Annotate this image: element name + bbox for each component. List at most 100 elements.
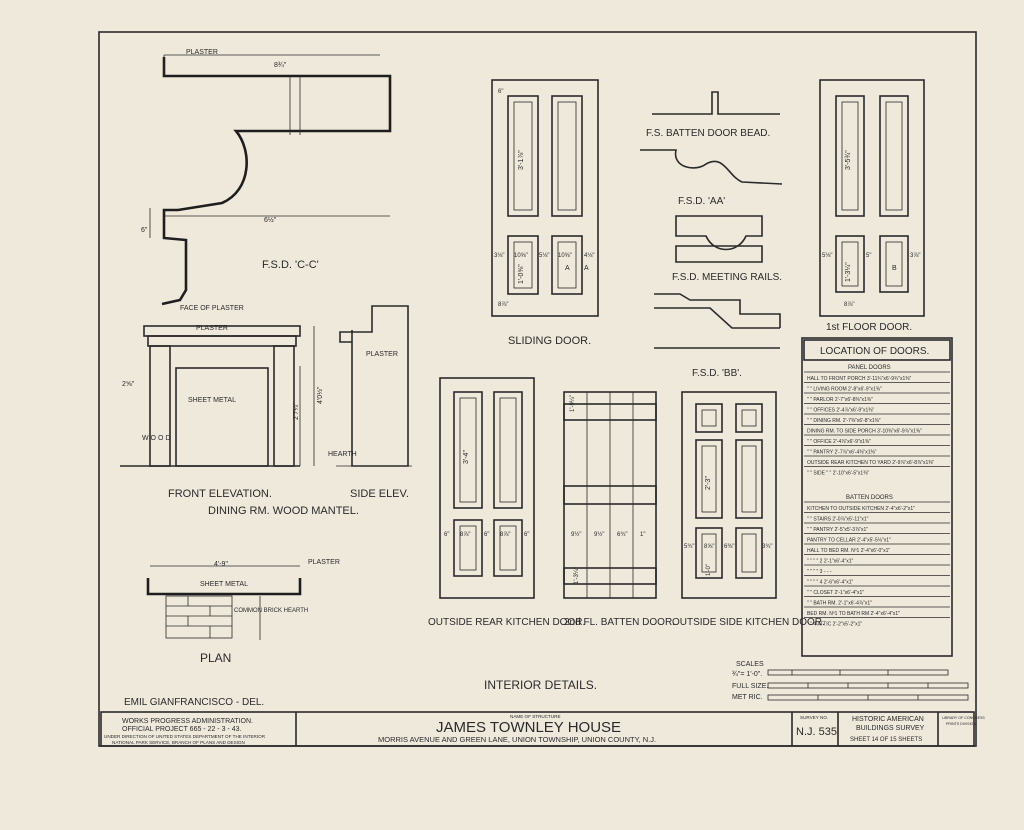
mantel-height: 4'0½"	[316, 386, 324, 404]
sliding-upper-dim: 3'-1⅞"	[518, 150, 525, 170]
mantel-inner-height: 2'7¼"	[293, 402, 300, 420]
agency-line-1: WORKS PROGRESS ADMINISTRATION.	[122, 718, 253, 725]
ffd-w3: 3⅞"	[910, 253, 920, 259]
plan-brick: COMMON BRICK HEARTH	[234, 608, 308, 614]
rear-w4: 8⅞"	[500, 532, 510, 538]
delineator: EMIL GIANFRANCISCO - DEL.	[124, 697, 264, 708]
sliding-w1: 3⅛"	[494, 253, 504, 259]
side-w3: 6⅜"	[724, 544, 734, 550]
mantel-subtitle: DINING RM. WOOD MANTEL.	[208, 505, 359, 517]
door-location-row: PANTRY TO CELLAR 2'-4"x5'-5⅛"x1"	[807, 538, 891, 544]
door-location-row: " " CLOSET 2'-1"x6'-4"x1"	[807, 590, 864, 596]
first-floor-door: 3'-5¾" 1'-3¼" 5⅛" 5" 3⅞" B 8⅞" 1st FLOOR…	[819, 79, 925, 333]
rear-upper-dim: 3'-4"	[463, 450, 470, 464]
library-line-2: PRINTS DIVISION	[946, 722, 976, 726]
batten-bead-title: F.S. BATTEN DOOR BEAD.	[646, 128, 770, 139]
batten-doors-header: BATTEN DOORS	[846, 495, 893, 501]
batten-w2: 9½"	[594, 531, 604, 538]
rear-w3: 6"	[484, 532, 489, 538]
door-location-row: " " " " 2 2'-1"x6'-4"x1"	[807, 559, 854, 565]
panel-rows: HALL TO FRONT PORCH 3'-11¾"x6'-9¾"x1⅜" " …	[804, 371, 950, 477]
side-kitchen-door: 2'-3" 5¾" 8⅝" 6⅜" 3¾" 1'-0" OUTSIDE SIDE…	[672, 391, 825, 628]
first-floor-door-title: 1st FLOOR DOOR.	[826, 322, 912, 333]
mantel-left-dim: 2⅝"	[122, 381, 135, 388]
door-location-row: " " " " 3 - - -	[807, 569, 832, 575]
mantel-plaster-label: PLASTER	[196, 325, 228, 332]
fsd-cc-plaster: PLASTER	[186, 49, 218, 56]
survey-no-label: SURVEY NO.	[800, 715, 828, 720]
side-plaster-label: PLASTER	[366, 351, 398, 358]
door-location-row: KITCHEN TO OUTSIDE KITCHEN 2'-4"x6'-2"x1…	[807, 506, 915, 512]
agency-line-2: OFFICIAL PROJECT 665 - 22 - 3 - 43.	[122, 726, 241, 733]
door-location-row: " " BATH RM. 2'-1"x6'-4⅞"x1"	[807, 601, 872, 607]
hearth-plan: 4'-9" PLASTER SHEET METAL COMMON BRICK H…	[146, 559, 340, 665]
batten-door: 1'-9¼" 9½" 9½" 6¾" 1" 1'-3¼" 2nd FL. BAT…	[563, 391, 675, 628]
door-location-row: " " OFFICE 2'-4⅞"x6'-9"x1⅜"	[807, 439, 871, 445]
batten-w1: 9½"	[571, 531, 581, 538]
rear-w1: 6"	[444, 532, 449, 538]
side-w4: 3¾"	[762, 544, 772, 550]
batten-door-title: 2nd FL. BATTEN DOOR.	[564, 617, 675, 628]
title-block: WORKS PROGRESS ADMINISTRATION. OFFICIAL …	[100, 711, 985, 747]
mantel-wood: W O O D	[142, 435, 170, 442]
panel-doors-header: PANEL DOORS	[848, 365, 891, 371]
sliding-door-title: SLIDING DOOR.	[508, 335, 591, 347]
scales-title: SCALES	[736, 661, 764, 668]
structure-address: MORRIS AVENUE AND GREEN LANE, UNION TOWN…	[378, 735, 656, 744]
plan-plaster: PLASTER	[308, 559, 340, 566]
mantel-front-elevation: FACE OF PLASTER PLASTER SHEET METAL W O …	[120, 305, 359, 517]
mantel-front-title: FRONT ELEVATION.	[168, 488, 272, 500]
batten-rows: KITCHEN TO OUTSIDE KITCHEN 2'-4"x6'-2"x1…	[804, 501, 950, 628]
ffd-upper-dim: 3'-5¾"	[845, 150, 852, 170]
sliding-a2-label: A	[584, 265, 589, 272]
molding-details: F.S. BATTEN DOOR BEAD. F.S.D. 'AA' F.S.D…	[640, 91, 783, 379]
side-lower-dim: 1'-0"	[706, 564, 712, 576]
fsd-cc-title: F.S.D. 'C-C'	[262, 259, 319, 271]
fsd-cc-top-dim: 8¾"	[274, 62, 287, 69]
side-upper-dim: 2'-3"	[705, 476, 712, 490]
mantel-side-title: SIDE ELEV.	[350, 488, 409, 500]
side-door-title: OUTSIDE SIDE KITCHEN DOOR.	[672, 617, 825, 628]
door-location-row: " " PANTRY 2'-7⅞"x6'-4⅜"x1⅜"	[807, 450, 877, 456]
sliding-w5: 4⅛"	[584, 253, 594, 259]
scales-row2: FULL SIZE.	[732, 683, 768, 690]
survey-number: N.J. 535	[796, 726, 837, 738]
scales-block: SCALES ¾"= 1'-0". FULL SIZE. MET RIC.	[732, 661, 969, 701]
door-location-row: OUTSIDE REAR KITCHEN TO YARD 2'-9⅞"x6'-8…	[807, 460, 934, 466]
ffd-bottom-dim: 8⅞"	[844, 302, 854, 308]
door-location-row: " " DINING RM. 2'-7⅜"x6'-8"x1⅜"	[807, 418, 881, 424]
ffd-w1: 5⅛"	[822, 253, 832, 259]
door-location-row: " " LIVING ROOM 2'-8"x6'-9"x1⅜"	[807, 387, 882, 393]
rear-door-title: OUTSIDE REAR KITCHEN DOOR.	[428, 617, 585, 628]
door-location-row: DINING RM. TO SIDE PORCH 3'-10⅜"x6'-9⅞"x…	[807, 429, 922, 435]
fsd-bb-title: F.S.D. 'BB'.	[692, 368, 742, 379]
rear-kitchen-door: 3'-4" 6" 8⅞" 6" 8⅞" 6" OUTSIDE REAR KITC…	[428, 377, 585, 628]
fsd-cc-detail: PLASTER 8¾" 6½" 6" F.S.D. 'C-C'	[141, 49, 392, 306]
door-location-row: " " 4 ATTIC 2'-2"x5'-2"x1"	[807, 622, 862, 628]
sliding-a-label: A	[565, 265, 570, 272]
mantel-face-label: FACE OF PLASTER	[180, 305, 244, 312]
sliding-door: 3'-1⅞" 1'-0⅝" 3⅛" 10⅝" 5⅛" 10⅝" 4⅛" A A …	[491, 79, 599, 347]
fsd-cc-left-dim: 6"	[141, 227, 148, 234]
door-location-row: " " OFFICES 2'-4⅞"x6'-9"x1⅜"	[807, 408, 874, 414]
ffd-lower-dim: 1'-3¼"	[845, 262, 852, 282]
library-line-1: LIBRARY OF CONGRESS	[942, 716, 985, 720]
scales-row1: ¾"= 1'-0".	[732, 671, 762, 678]
side-w2: 8⅝"	[704, 544, 714, 550]
batten-w4: 1"	[640, 532, 645, 538]
batten-bottom-dim: 1'-3¼"	[574, 567, 580, 584]
door-location-row: HALL TO FRONT PORCH 3'-11¾"x6'-9¾"x1⅜"	[807, 376, 911, 382]
habs-line-2: BUILDINGS SURVEY	[856, 725, 925, 732]
location-table-title: LOCATION OF DOORS.	[820, 346, 929, 357]
location-of-doors-table: LOCATION OF DOORS. PANEL DOORS HALL TO F…	[801, 337, 953, 657]
side-w1: 5¾"	[684, 544, 694, 550]
door-location-row: " " PARLOR 2'-7"x6'-8⅜"x1⅜"	[807, 397, 873, 403]
door-location-row: " " " " 4 2'-6"x6'-4"x1"	[807, 580, 854, 586]
door-location-row: " " STAIRS 2'-0⅞"x5'-11"x1"	[807, 517, 869, 523]
structure-name: JAMES TOWNLEY HOUSE	[436, 719, 621, 736]
agency-line-4: NATIONAL PARK SERVICE, BRANCH OF PLANS A…	[112, 740, 245, 745]
fsd-aa-title: F.S.D. 'AA'	[678, 196, 725, 207]
plan-title: PLAN	[200, 651, 231, 665]
sliding-top-dim: 6"	[498, 89, 503, 95]
